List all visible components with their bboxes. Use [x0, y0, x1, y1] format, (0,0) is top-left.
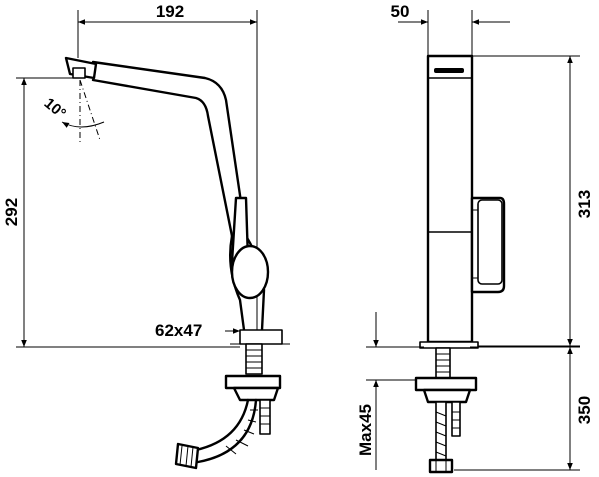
dim-hose-label: 350	[575, 396, 594, 424]
dim-height-313: 313	[472, 55, 594, 347]
faucet-column-front	[419, 54, 506, 349]
faucet-body	[64, 56, 290, 345]
dim-angle-10: 10°	[41, 79, 105, 145]
dim-angle-label: 10°	[41, 95, 69, 123]
side-view: 192 292 10°	[2, 2, 290, 470]
dim-base-label: 62x47	[155, 321, 202, 340]
dim-max-thickness-label: Max45	[356, 404, 375, 456]
dim-height-292: 292	[2, 77, 240, 348]
dim-width-192: 192	[77, 2, 258, 330]
dim-front-width-label: 50	[391, 2, 410, 21]
dim-width-label: 192	[156, 2, 184, 21]
dim-max45: Max45	[356, 312, 426, 470]
dim-base: 62x47	[155, 321, 240, 340]
mounting-hardware-side	[174, 343, 282, 470]
mounting-hardware-front	[414, 347, 478, 474]
front-view: 50 313	[356, 2, 594, 474]
dim-hose-350: 350	[454, 346, 594, 471]
dim-width-50: 50	[391, 2, 510, 56]
dim-height-label: 292	[2, 198, 21, 226]
dim-front-height-label: 313	[575, 190, 594, 218]
